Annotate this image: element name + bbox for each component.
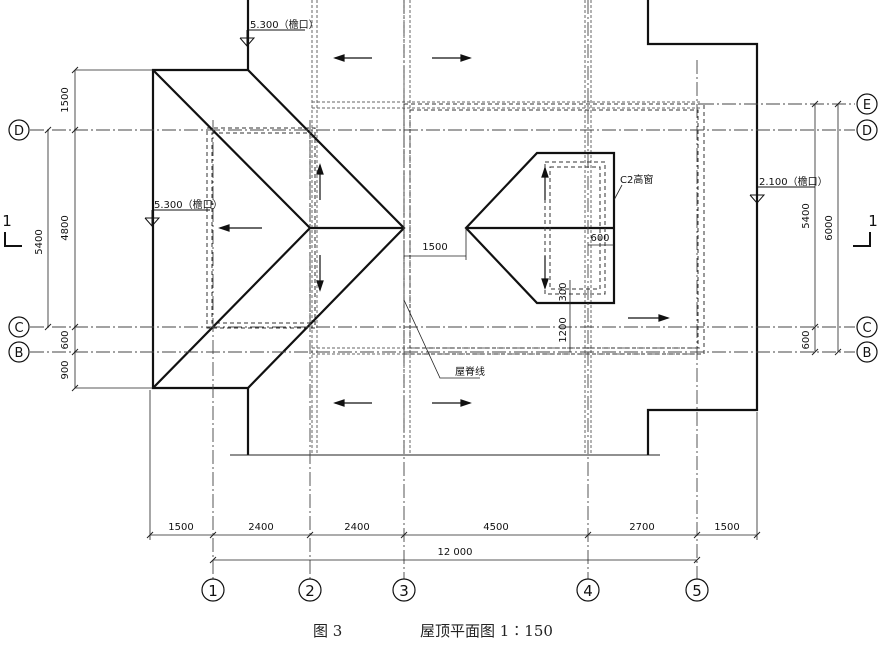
dim-bottom-1: 1500 [168,522,193,533]
axis-lines [30,0,855,580]
dim-left-1: 1500 [60,87,71,112]
axis-label-c-right: C [862,321,871,336]
axis-label-c-left: C [14,321,23,336]
dim-bottom-total: 12 000 [438,547,473,558]
ridge-label: 屋脊线 [455,365,485,378]
dim-window-h2: 1200 [558,317,569,342]
dim-ridge-gap: 1500 [422,242,447,253]
dim-left-3: 600 [60,330,71,349]
axis-label-3: 3 [399,582,409,600]
dim-bottom-3: 2400 [344,522,369,533]
dim-bottom-4: 4500 [483,522,508,533]
axis-label-5: 5 [692,582,702,600]
figure-title: 屋顶平面图 1∶150 [420,622,553,640]
dim-bottom-5: 2700 [629,522,654,533]
dim-window-h1: 300 [558,282,569,301]
axis-bubbles [8,93,878,602]
lower-structure [206,0,705,455]
axis-label-d-left: D [14,124,24,139]
dim-window-width: 600 [590,233,609,244]
drainage-arrows [218,54,670,407]
dim-right-inner: 5400 [801,203,812,228]
axis-label-d-right: D [862,124,872,139]
elevation-top: 5.300（檐口） [250,18,319,31]
elevation-markers [144,29,815,227]
axis-label-4: 4 [583,582,593,600]
figure-number: 图 3 [313,622,343,640]
axis-label-e: E [863,98,871,113]
axis-label-b-left: B [15,346,24,361]
window-label: C2高窗 [620,173,653,186]
elevation-left: 5.300（檐口） [154,198,223,211]
roof-plan-drawing: 1 2 3 4 5 E D C B D C B 1 1 5.300（檐口） 5.… [2,0,878,602]
dimension-lines [44,66,842,564]
dim-left-4: 900 [60,360,71,379]
axis-label-b-right: B [863,346,872,361]
section-marks [4,232,871,247]
section-mark-right: 1 [868,212,878,230]
dim-left-2: 4800 [60,215,71,240]
dim-left-inner: 5400 [34,229,45,254]
dim-bottom-6: 1500 [714,522,739,533]
dim-right-bottom: 600 [801,330,812,349]
dim-right-outer: 6000 [824,215,835,240]
dim-bottom-2: 2400 [248,522,273,533]
roof-outline [151,0,759,456]
section-mark-left: 1 [2,212,12,230]
elevation-right: 2.100（檐口） [759,175,828,188]
axis-label-2: 2 [305,582,315,600]
axis-label-1: 1 [208,582,218,600]
